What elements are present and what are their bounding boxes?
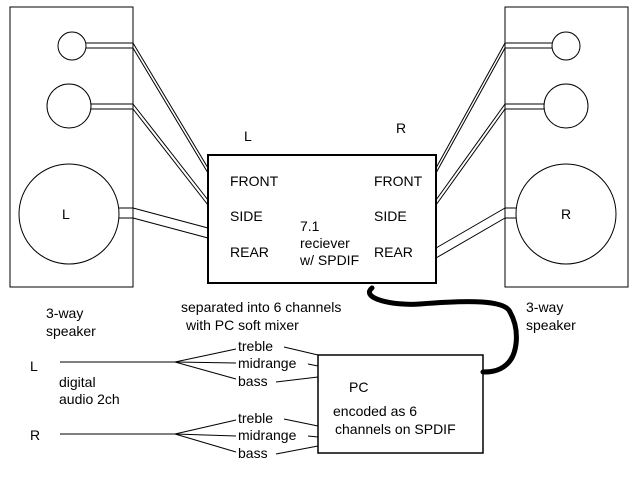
right-midrange-driver — [543, 83, 589, 129]
left-woofer — [18, 163, 120, 265]
right-input-split-lines — [60, 418, 319, 455]
receiver-right-heading: R — [396, 120, 406, 136]
receiver-right-front-label: FRONT — [374, 173, 423, 189]
mixer-caption-2: with PC soft mixer — [185, 317, 299, 333]
receiver-right-side-label: SIDE — [374, 208, 407, 224]
receiver-model-line-2: reciever — [300, 235, 350, 251]
right-treble-label: treble — [238, 410, 273, 426]
left-treble-label: treble — [238, 338, 273, 354]
left-tweeter — [57, 31, 87, 61]
digital-caption-2: audio 2ch — [59, 391, 120, 407]
left-midrange-driver — [46, 83, 92, 129]
left-bass-label: bass — [238, 373, 268, 389]
receiver-model-line-1: 7.1 — [300, 218, 320, 234]
receiver-right-rear-label: REAR — [374, 244, 413, 260]
receiver-box — [207, 154, 437, 284]
left-speaker-wires — [86, 42, 209, 239]
left-input-label: L — [30, 358, 38, 374]
right-tweeter — [551, 31, 581, 61]
right-bass-label: bass — [238, 445, 268, 461]
right-speaker-caption-1: 3-way — [526, 299, 563, 315]
left-speaker-cabinet — [9, 6, 134, 288]
left-midrange-label: midrange — [238, 355, 297, 371]
pc-caption-1: encoded as 6 — [333, 403, 417, 419]
mixer-caption-1: separated into 6 channels — [181, 299, 341, 315]
right-midrange-label: midrange — [238, 427, 297, 443]
left-input-split-lines — [60, 346, 319, 383]
left-speaker-caption-2: speaker — [46, 323, 96, 339]
digital-caption-1: digital — [59, 374, 96, 390]
receiver-left-heading: L — [244, 128, 252, 144]
receiver-left-rear-label: REAR — [230, 244, 269, 260]
left-woofer-label: L — [62, 206, 70, 222]
right-input-label: R — [30, 427, 40, 443]
right-speaker-caption-2: speaker — [526, 317, 576, 333]
right-speaker-wires — [435, 42, 552, 259]
right-woofer — [515, 163, 617, 265]
receiver-model-line-3: w/ SPDIF — [299, 252, 359, 268]
left-speaker-caption-1: 3-way — [46, 305, 83, 321]
receiver-left-front-label: FRONT — [230, 173, 279, 189]
right-speaker-cabinet — [504, 6, 629, 288]
right-woofer-label: R — [561, 206, 571, 222]
pc-caption-2: channels on SPDIF — [335, 421, 456, 437]
pc-title: PC — [349, 379, 368, 395]
spdif-cable — [367, 285, 519, 375]
receiver-left-side-label: SIDE — [230, 208, 263, 224]
pc-box — [317, 354, 484, 454]
